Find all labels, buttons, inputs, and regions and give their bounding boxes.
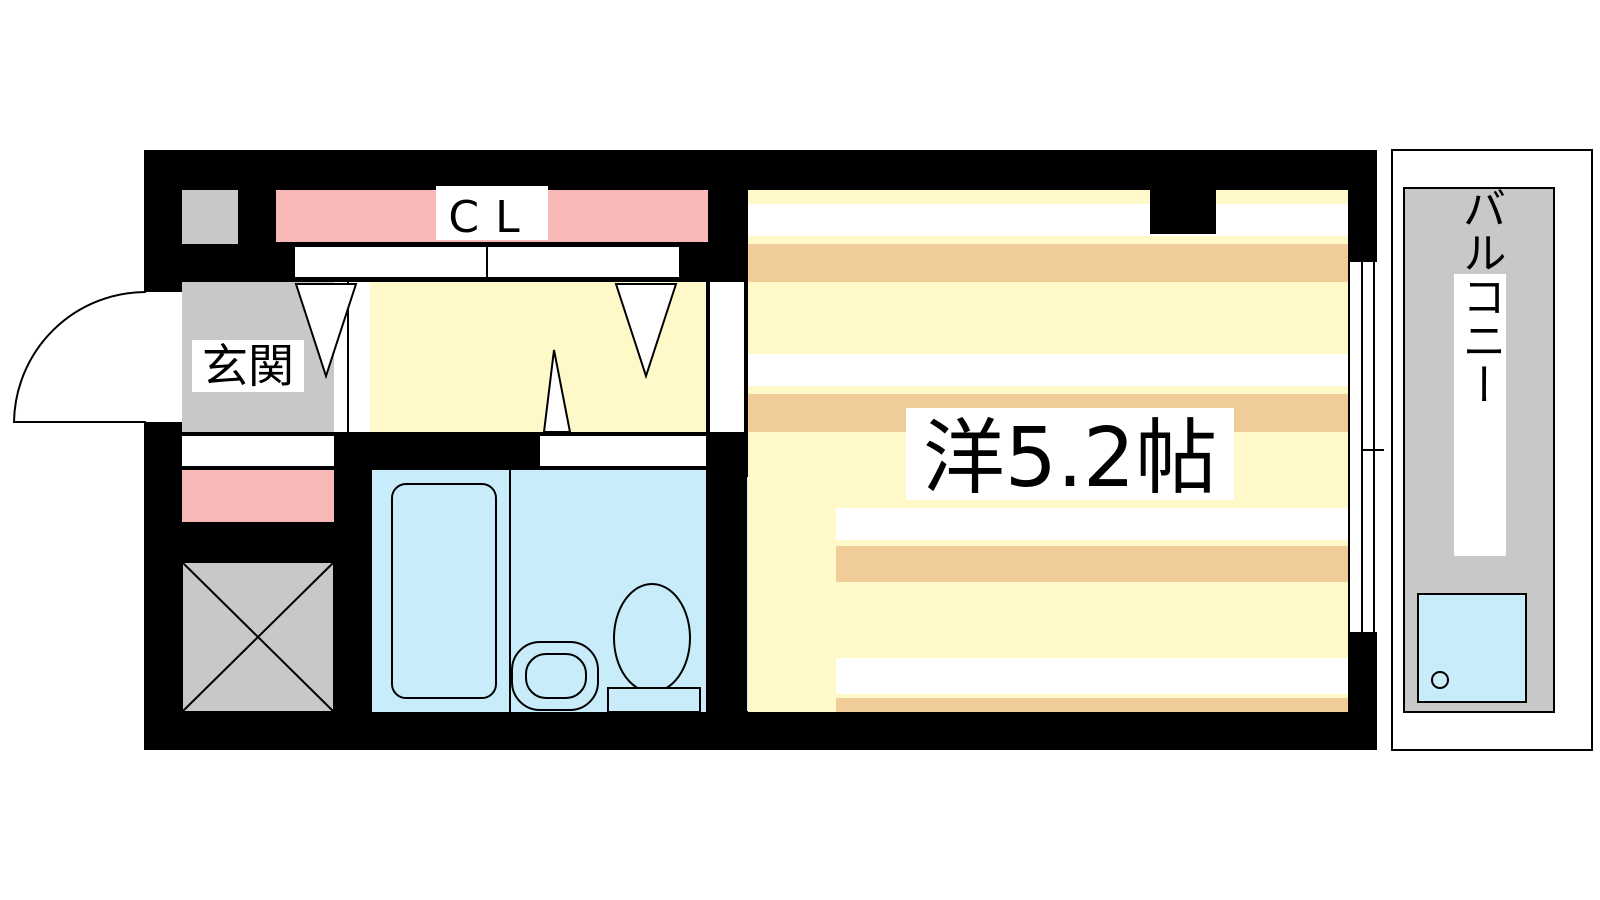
entrance-door-swing-icon	[12, 291, 147, 423]
closet-label: CL	[448, 192, 535, 243]
meter-box	[182, 190, 238, 244]
entrance-label: 玄関	[202, 339, 294, 393]
room-pillar	[1150, 188, 1216, 234]
floor-stripe	[836, 508, 1348, 540]
bath-door	[540, 436, 706, 466]
door-swing-marker-icon	[294, 283, 358, 380]
shoe-rack	[182, 436, 334, 466]
floor-stripe	[748, 354, 1348, 386]
closet-label-bg	[436, 186, 548, 240]
room-doorway	[710, 282, 744, 432]
shoe-cabinet	[182, 470, 334, 522]
toilet-icon	[613, 583, 691, 693]
room-label: 洋5.2帖	[923, 411, 1217, 506]
floor-stripe	[836, 546, 1348, 582]
floor-stripe	[748, 204, 1348, 236]
balcony-label: バルコニー	[1455, 186, 1506, 406]
floor-stripe	[836, 658, 1348, 694]
entrance-door-opening	[146, 292, 182, 422]
door-swing-marker-icon	[614, 283, 678, 380]
bathtub-icon	[391, 483, 497, 699]
entrance-label-bg	[192, 340, 304, 392]
door-swing-marker-icon	[542, 349, 572, 433]
balcony-window	[1350, 262, 1386, 632]
floor-stripe	[748, 244, 1348, 282]
room-label-bg	[906, 408, 1234, 500]
floor-stripe	[836, 698, 1348, 712]
balcony-label-bg	[1454, 274, 1506, 556]
